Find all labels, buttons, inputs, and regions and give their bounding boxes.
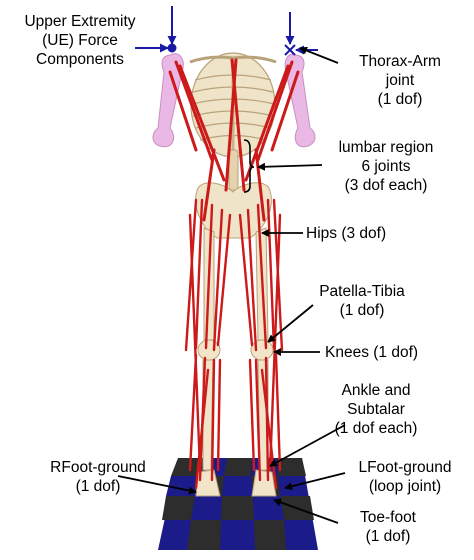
label-knees: Knees (1 dof)	[325, 344, 419, 361]
muscle-lines	[168, 58, 300, 490]
label-hips: Hips (3 dof)	[306, 225, 387, 242]
ground-plane	[158, 458, 318, 550]
leg-bones	[195, 227, 277, 497]
leader-arrows	[117, 46, 346, 524]
label-patella-tibia: Patella-Tibia(1 dof)	[319, 283, 405, 319]
label-lfoot-ground: LFoot-ground(loop joint)	[358, 459, 452, 495]
lumbar-spine	[228, 149, 239, 191]
label-rfoot-ground: RFoot-ground(1 dof)	[50, 459, 146, 495]
pelvis	[195, 182, 272, 239]
label-toe-foot: Toe-foot(1 dof)	[359, 509, 416, 545]
humerus-bones	[152, 53, 316, 148]
ue-force-arrows	[135, 6, 318, 56]
lumbar-bracket	[243, 139, 255, 193]
